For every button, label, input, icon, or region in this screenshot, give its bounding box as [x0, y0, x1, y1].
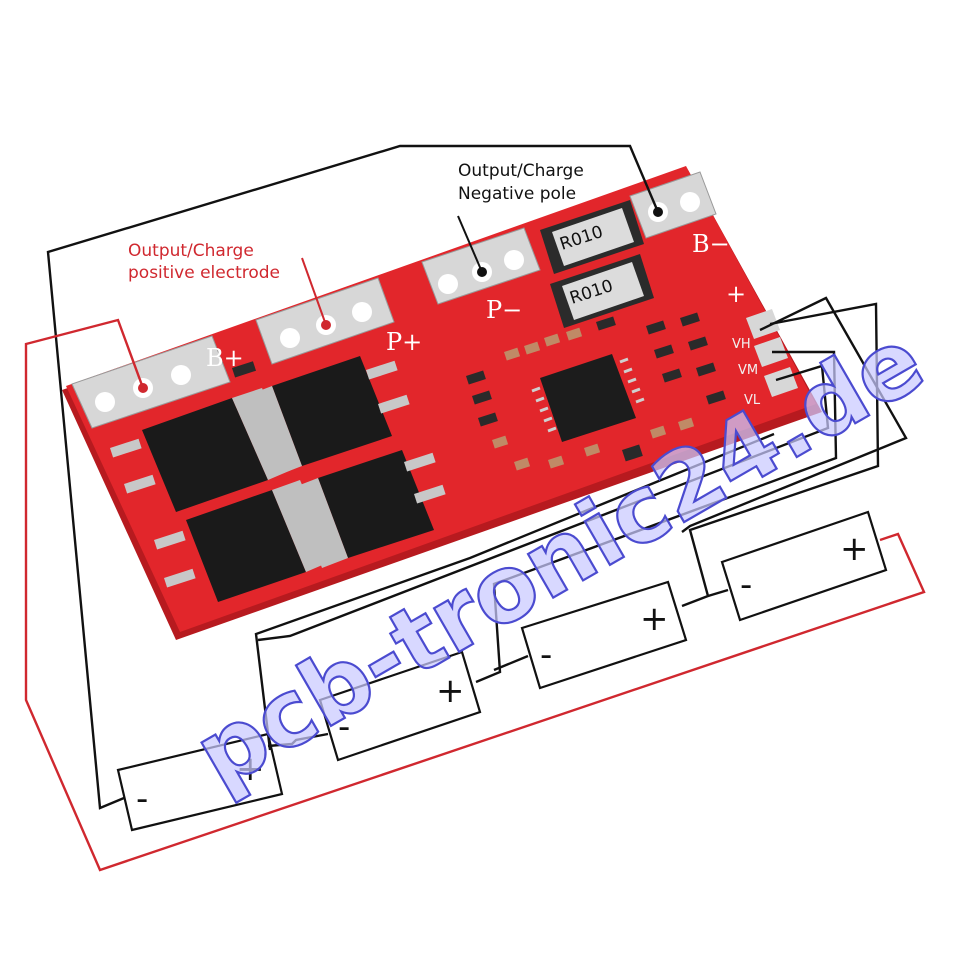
- wire-tap-vl: [257, 364, 830, 642]
- pad-strip-p-minus: [421, 227, 541, 305]
- pcb-board: B+ P+ P− B− + VH VM VL R010 R010: [62, 166, 822, 640]
- cell-1-plus: +: [236, 749, 265, 789]
- cell-2-plus: +: [436, 671, 465, 711]
- wire-link-2-3b: [493, 654, 529, 672]
- smd-components: [232, 312, 726, 471]
- wire-link-1-2b: [267, 732, 329, 748]
- wires-black: [46, 144, 908, 810]
- cell-3-plus: +: [640, 599, 669, 639]
- pad-strip-b-minus: [629, 171, 717, 239]
- battery-cell-2: - +: [318, 650, 482, 762]
- shunt-resistor-1: R010: [540, 200, 644, 274]
- pad-label-p-minus: P−: [486, 296, 522, 324]
- cell-3-minus: -: [540, 635, 552, 675]
- tap-label-vm: VM: [738, 363, 758, 378]
- pad-strip-b-plus: [71, 335, 231, 429]
- mosfet-4: [292, 450, 446, 568]
- tap-label-plus: +: [726, 280, 746, 308]
- wire-tap-vh: [681, 296, 908, 533]
- label-negative-pole-line1: Output/Charge: [458, 161, 584, 181]
- wire-link-2-3: [475, 350, 838, 684]
- cell-4-minus: -: [740, 565, 752, 605]
- wires-red: [24, 318, 926, 872]
- wire-b-minus: [46, 144, 660, 810]
- shunt-resistor-2: R010: [550, 254, 654, 328]
- wire-link-3-4b: [707, 588, 729, 598]
- balance-tap-pads: [746, 309, 798, 397]
- battery-cell-1: - +: [116, 732, 284, 832]
- wire-link-1-2: [254, 432, 775, 751]
- tap-label-vh: VH: [732, 337, 751, 352]
- battery-cell-3: - +: [520, 580, 688, 690]
- label-negative-pole-line2: Negative pole: [458, 184, 576, 204]
- callout-lines: [457, 207, 663, 277]
- battery-cell-4: - +: [720, 510, 888, 622]
- pad-label-b-minus: B−: [692, 230, 730, 258]
- callout-positive-line: [301, 257, 327, 326]
- cell-2-minus: -: [338, 707, 350, 747]
- tap-label-vl: VL: [744, 393, 761, 408]
- protection-ic: [531, 354, 645, 442]
- mosfet-2: [246, 356, 410, 476]
- cell-4-plus: +: [840, 529, 869, 569]
- label-positive-electrode-line1: Output/Charge: [128, 241, 254, 261]
- wire-link-3-4: [681, 302, 880, 608]
- label-positive-electrode-line2: positive electrode: [128, 263, 280, 283]
- pad-label-p-plus: P+: [386, 328, 422, 356]
- wire-b-plus: [24, 318, 926, 872]
- cell-1-minus: -: [136, 779, 148, 819]
